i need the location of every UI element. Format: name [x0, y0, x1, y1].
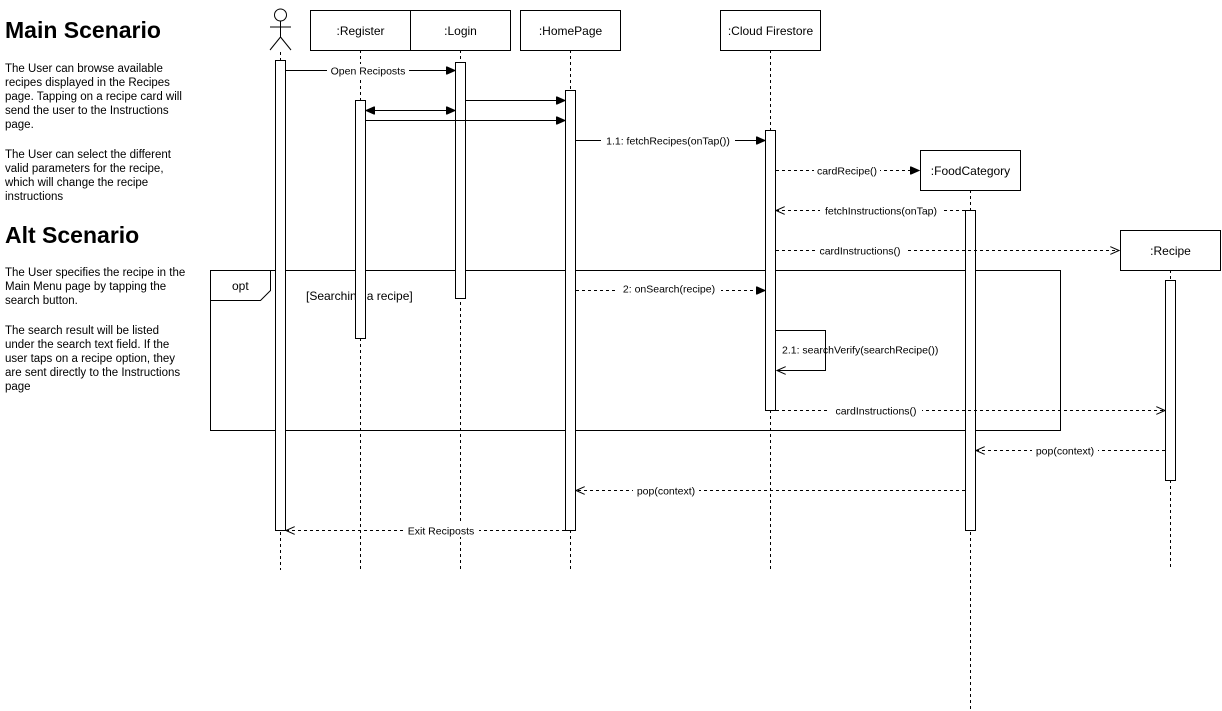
participant-login: :Login	[410, 10, 511, 51]
message-fetch-instructions-label: fetchInstructions(onTap)	[825, 206, 937, 218]
register-activation	[355, 100, 366, 339]
message-pop-recipe-label: pop(context)	[1036, 446, 1094, 458]
message-search-verify-arrow	[776, 330, 826, 371]
main-scenario-paragraph-1: The User can browse available recipes di…	[5, 63, 182, 131]
participant-register: :Register	[310, 10, 411, 51]
participant-homepage: :HomePage	[520, 10, 621, 51]
firestore-activation	[765, 130, 776, 411]
message-card-instructions-2-label: cardInstructions()	[835, 406, 916, 418]
participant-firestore-label: :Cloud Firestore	[728, 24, 814, 38]
participant-login-label: :Login	[444, 24, 477, 38]
message-fetch-recipes-label: 1.1: fetchRecipes(onTap())	[606, 136, 730, 148]
message-on-search-label: 2: onSearch(recipe)	[623, 284, 715, 296]
foodcategory-activation	[965, 210, 976, 531]
participant-foodcategory-label: :FoodCategory	[931, 164, 1010, 178]
fragment-operator: opt	[232, 279, 249, 293]
message-card-recipe-label: cardRecipe()	[817, 166, 877, 178]
alt-scenario-heading: Alt Scenario	[5, 222, 140, 248]
participant-recipe-label: :Recipe	[1150, 244, 1191, 258]
user-activation	[275, 60, 286, 531]
message-pop-foodcategory-label: pop(context)	[637, 486, 695, 498]
message-exit-label: Exit Reciposts	[408, 526, 475, 538]
message-search-verify-label: 2.1: searchVerify(searchRecipe())	[782, 345, 938, 357]
participant-homepage-label: :HomePage	[539, 24, 603, 38]
main-scenario-heading: Main Scenario	[5, 17, 161, 43]
participant-firestore: :Cloud Firestore	[720, 10, 821, 51]
user-actor-icon	[269, 8, 292, 51]
alt-scenario-paragraph-1: The User specifies the recipe in the Mai…	[5, 267, 186, 307]
login-activation	[455, 62, 466, 299]
participant-foodcategory: :FoodCategory	[920, 150, 1021, 191]
participant-recipe: :Recipe	[1120, 230, 1221, 271]
main-scenario-paragraph-2: The User can select the different valid …	[5, 149, 171, 203]
message-card-instructions-1-label: cardInstructions()	[819, 246, 900, 258]
recipe-activation	[1165, 280, 1176, 481]
message-open-label: Open Reciposts	[331, 66, 406, 78]
homepage-activation	[565, 90, 576, 531]
participant-register-label: :Register	[336, 24, 384, 38]
alt-scenario-paragraph-2: The search result will be listed under t…	[5, 325, 181, 393]
